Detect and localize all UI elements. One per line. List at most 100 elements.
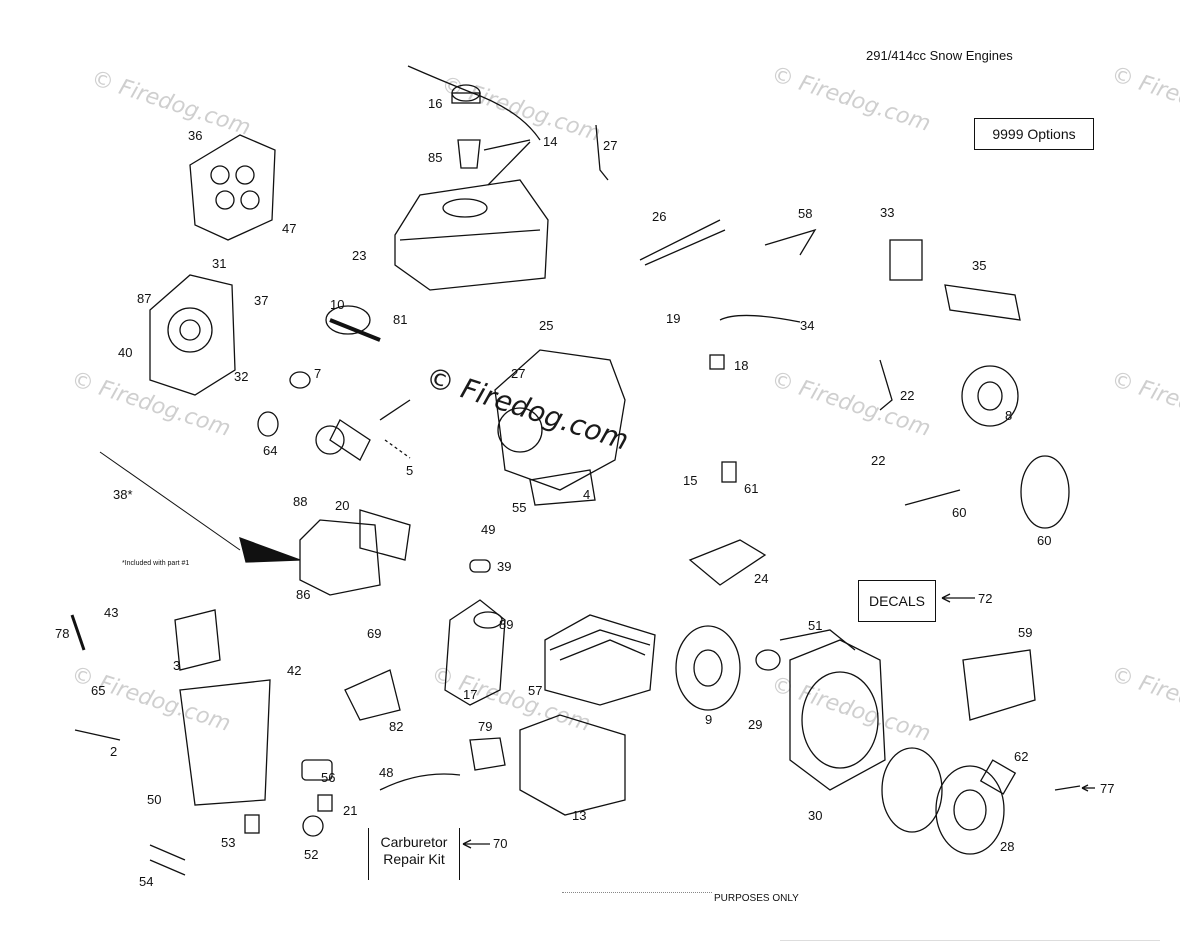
part-number-label[interactable]: 55 — [512, 500, 526, 515]
part-58 — [764, 228, 817, 256]
part-air-filter — [544, 614, 656, 706]
part-number-label[interactable]: 37 — [254, 293, 268, 308]
part-number-label[interactable]: 5 — [406, 463, 413, 478]
part-piston — [325, 305, 371, 335]
part-crankcase-cover — [149, 274, 236, 396]
part-number-label[interactable]: 38* — [113, 487, 133, 502]
part-number-label[interactable]: 27 — [511, 366, 525, 381]
part-fuel-cap-body — [451, 92, 481, 104]
part-number-label[interactable]: 48 — [379, 765, 393, 780]
part-number-label[interactable]: 34 — [800, 318, 814, 333]
part-number-label[interactable]: 25 — [539, 318, 553, 333]
part-number-label[interactable]: 58 — [798, 206, 812, 221]
part-number-label[interactable]: 69 — [367, 626, 381, 641]
part-number-label[interactable]: 49 — [481, 522, 495, 537]
part-number-label[interactable]: 53 — [221, 835, 235, 850]
part-number-label[interactable]: 7 — [314, 366, 321, 381]
part-number-label[interactable]: 30 — [808, 808, 822, 823]
part-number-label[interactable]: 16 — [428, 96, 442, 111]
part-number-label[interactable]: 42 — [287, 663, 301, 678]
part-number-label[interactable]: 27 — [603, 138, 617, 153]
part-number-label[interactable]: 26 — [652, 209, 666, 224]
part-number-label[interactable]: 64 — [263, 443, 277, 458]
carburetor-repair-kit-box[interactable]: Carburetor Repair Kit — [368, 828, 460, 880]
part-number-label[interactable]: 62 — [1014, 749, 1028, 764]
part-number-label[interactable]: 35 — [972, 258, 986, 273]
watermark: © Firedog.com — [768, 672, 933, 747]
part-51 — [779, 629, 856, 651]
part-number-label[interactable]: 60 — [1037, 533, 1051, 548]
part-number-label[interactable]: 13 — [572, 808, 586, 823]
part-number-label[interactable]: 61 — [744, 481, 758, 496]
part-number-label[interactable]: 79 — [478, 719, 492, 734]
part-number-label[interactable]: 70 — [493, 836, 507, 851]
part-number-label[interactable]: 87 — [137, 291, 151, 306]
part-number-label[interactable]: 60 — [952, 505, 966, 520]
part-starter-motor — [944, 284, 1021, 321]
part-number-label[interactable]: 40 — [118, 345, 132, 360]
part-number-label[interactable]: 59 — [1018, 625, 1032, 640]
part-number-label[interactable]: 24 — [754, 571, 768, 586]
decals-box[interactable]: DECALS — [858, 580, 936, 622]
part-26 — [639, 219, 721, 261]
part-cylinder-head — [299, 519, 381, 596]
part-flywheel — [675, 625, 741, 711]
part-79 — [469, 737, 506, 771]
leader-line — [99, 451, 241, 551]
part-number-label[interactable]: 33 — [880, 205, 894, 220]
part-number-label[interactable]: 72 — [978, 591, 992, 606]
part-number-label[interactable]: 17 — [463, 687, 477, 702]
part-number-label[interactable]: 32 — [234, 369, 248, 384]
part-number-label[interactable]: 54 — [139, 874, 153, 889]
watermark: © Firedog.com — [1108, 662, 1180, 737]
part-number-label[interactable]: 50 — [147, 792, 161, 807]
part-charging-coil — [1020, 455, 1070, 529]
part-number-label[interactable]: 81 — [393, 312, 407, 327]
part-number-label[interactable]: 56 — [321, 770, 335, 785]
part-number-label[interactable]: 4 — [583, 487, 590, 502]
part-number-label[interactable]: 22 — [900, 388, 914, 403]
part-number-label[interactable]: 39 — [497, 559, 511, 574]
part-number-label[interactable]: 78 — [55, 626, 69, 641]
part-number-label[interactable]: 28 — [1000, 839, 1014, 854]
part-59 — [962, 649, 1036, 721]
part-number-label[interactable]: 14 — [543, 134, 557, 149]
part-number-label[interactable]: 2 — [110, 744, 117, 759]
part-wire — [904, 489, 961, 506]
rotor-center — [977, 381, 1003, 411]
part-number-label[interactable]: 8 — [1005, 408, 1012, 423]
part-number-label[interactable]: 47 — [282, 221, 296, 236]
part-number-label[interactable]: 88 — [293, 494, 307, 509]
part-number-label[interactable]: 51 — [808, 618, 822, 633]
part-number-label[interactable]: 20 — [335, 498, 349, 513]
part-screen — [881, 747, 943, 833]
part-number-label[interactable]: 18 — [734, 358, 748, 373]
options-box[interactable]: 9999 Options — [974, 118, 1094, 150]
part-number-label[interactable]: 19 — [666, 311, 680, 326]
part-number-label[interactable]: 85 — [428, 150, 442, 165]
part-number-label[interactable]: 9 — [705, 712, 712, 727]
part-number-label[interactable]: 23 — [352, 248, 366, 263]
included-note: *Included with part #1 — [122, 560, 190, 567]
part-number-label[interactable]: 86 — [296, 587, 310, 602]
part-number-label[interactable]: 22 — [871, 453, 885, 468]
carb-bowl — [473, 611, 503, 629]
part-number-label[interactable]: 52 — [304, 847, 318, 862]
part-number-label[interactable]: 36 — [188, 128, 202, 143]
part-number-label[interactable]: 10 — [330, 297, 344, 312]
part-number-label[interactable]: 65 — [91, 683, 105, 698]
part-number-label[interactable]: 57 — [528, 683, 542, 698]
part-number-label[interactable]: 82 — [389, 719, 403, 734]
part-number-label[interactable]: 21 — [343, 803, 357, 818]
part-number-label[interactable]: 29 — [748, 717, 762, 732]
watermark: © Firedog.com — [768, 62, 933, 137]
part-rotor — [961, 365, 1019, 427]
part-number-label[interactable]: 15 — [683, 473, 697, 488]
part-number-label[interactable]: 43 — [104, 605, 118, 620]
part-number-label[interactable]: 89 — [499, 617, 513, 632]
gasket-hole — [215, 190, 235, 210]
part-number-label[interactable]: 3 — [173, 658, 180, 673]
part-number-label[interactable]: 77 — [1100, 781, 1114, 796]
part-number-label[interactable]: 31 — [212, 256, 226, 271]
